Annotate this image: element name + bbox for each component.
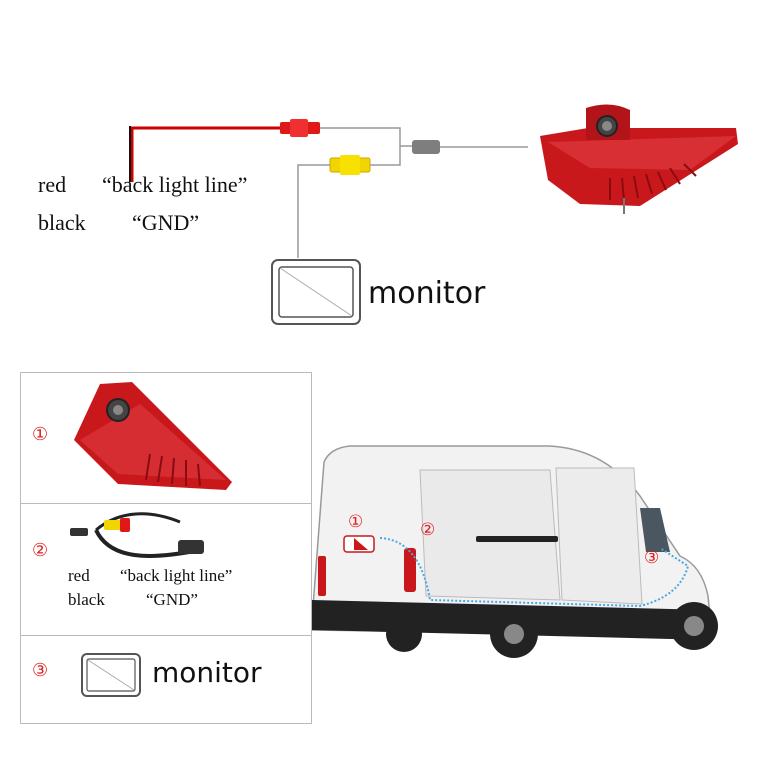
key-black-color-label: black [68,590,105,609]
key-monitor-icon [81,653,141,697]
key-cable-icon [70,512,204,558]
key-item2-number: ② [32,540,49,561]
van-marker-2: ② [420,520,436,540]
red-connector-icon [280,119,320,137]
gray-connector-icon [412,140,440,154]
red-wire-signal-label: “back light line” [102,172,248,197]
divider [21,635,311,636]
camera-light-icon [540,104,738,214]
key-item3-number: ③ [32,660,49,681]
monitor-icon [271,259,361,325]
red-wire-color-label: red [38,172,67,197]
black-wire-color-label: black [38,210,86,235]
key-red-color-label: red [68,566,90,585]
red-wire [130,126,280,182]
monitor-label: monitor [368,276,486,311]
van-image [311,445,718,658]
key-black-signal-label: “GND” [146,590,198,609]
key-monitor-label: monitor [152,656,262,689]
yellow-connector-icon [329,155,371,175]
parts-key-panel [20,372,312,724]
black-wire-signal-label: “GND” [132,210,200,235]
van-marker-3: ③ [644,548,660,568]
key-camera-light-icon [74,382,232,490]
key-red-signal-label: “back light line” [120,566,233,585]
van-marker-1: ① [348,512,364,532]
key-item1-number: ① [32,424,49,445]
divider [21,503,311,504]
